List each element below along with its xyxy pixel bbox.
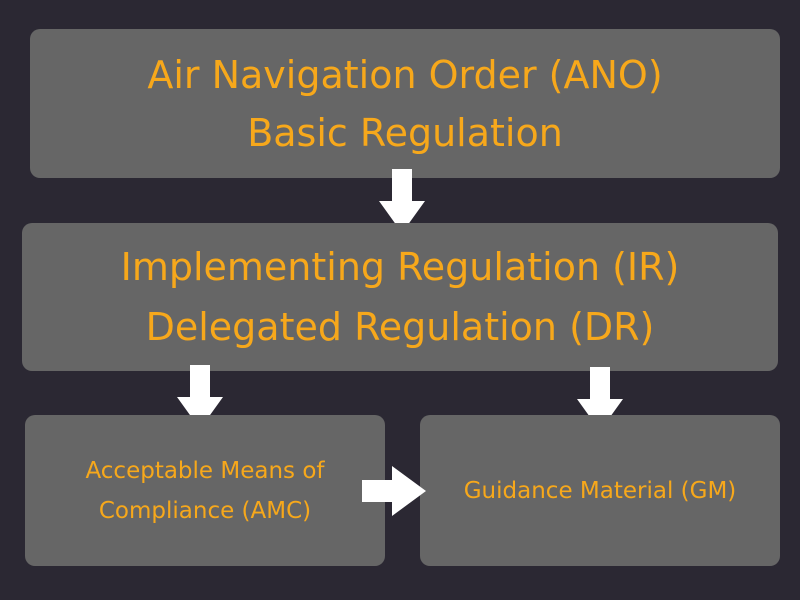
- amc-title-line2: Compliance (AMC): [98, 497, 312, 524]
- ano-title: Air Navigation Order (ANO): [147, 52, 663, 97]
- gm-title: Guidance Material (GM): [463, 477, 737, 504]
- ir-title: Implementing Regulation (IR): [120, 245, 680, 289]
- ano-basic-regulation-box: Air Navigation Order (ANO) Basic Regulat…: [30, 29, 780, 178]
- amc-title-line1: Acceptable Means of: [85, 457, 325, 484]
- arrow-down-icon: [379, 169, 425, 233]
- implementing-delegated-regulation-box: Implementing Regulation (IR) Delegated R…: [22, 223, 778, 371]
- arrow-down-icon: [177, 365, 223, 429]
- acceptable-means-of-compliance-box: Acceptable Means of Compliance (AMC): [25, 415, 385, 566]
- ano-subtitle: Basic Regulation: [247, 110, 563, 155]
- guidance-material-box: Guidance Material (GM): [420, 415, 780, 566]
- dr-title: Delegated Regulation (DR): [145, 305, 655, 349]
- arrow-right-icon: [362, 466, 426, 516]
